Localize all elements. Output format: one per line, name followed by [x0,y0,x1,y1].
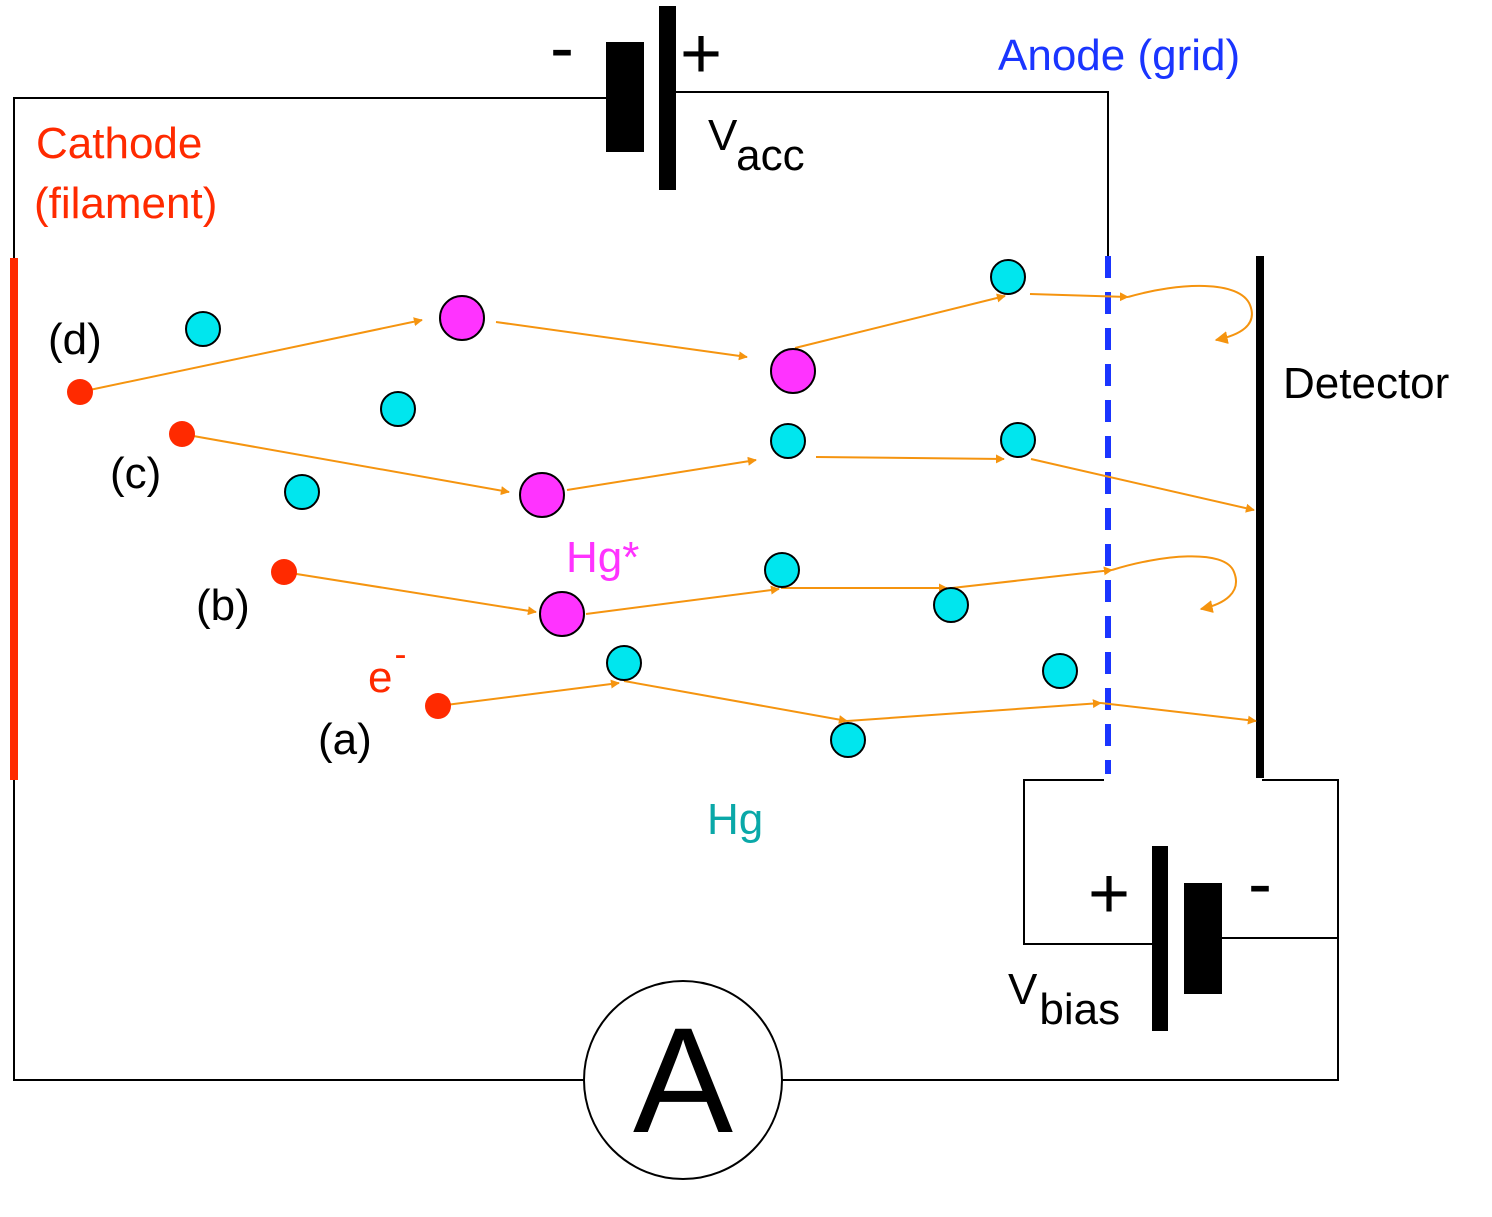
hg-atoms [185,259,1078,758]
path-b-turnback [1111,555,1237,613]
wire-ammeter-to-bias [782,937,1339,1081]
ammeter: A [583,980,783,1180]
path-d-turnback [1127,285,1253,344]
hg-star-atoms [439,295,816,637]
hg-star-atom [539,591,585,637]
anode-label: Anode (grid) [998,31,1240,80]
electron-label-base: e [368,653,392,702]
acc-plus-sign: + [680,14,722,94]
electron [425,693,451,719]
hg-star-atom [519,472,565,518]
path-d-seg1 [79,317,423,393]
electron [67,379,93,405]
electron-label-sup: - [394,633,406,674]
hg-atom [1042,653,1078,689]
hg-atom [990,259,1026,295]
trajectory-label-b: (b) [196,581,250,630]
vbias-base: V [1008,965,1038,1014]
wire-anode-to-bias [1023,779,1152,945]
path-b-seg4 [951,566,1113,589]
cathode-label: Cathode [36,119,202,168]
acc-battery-negative-plate [606,42,644,152]
hg-star-atom [770,348,816,394]
path-c-seg3 [815,454,1005,464]
vacc-subscript: acc [736,131,804,180]
hg-atom [185,311,221,347]
trajectory-label-d: (d) [48,315,102,364]
path-c-seg2 [566,456,757,491]
trajectory-label-a: (a) [318,715,372,764]
hg-star-atom [439,295,485,341]
bias-battery [1152,846,1222,1031]
vbias-subscript: bias [1039,985,1120,1034]
path-a-seg4 [1100,702,1257,725]
electrons [67,379,451,719]
path-d-seg3 [794,293,1006,349]
detector-label: Detector [1283,359,1449,408]
path-c-seg1 [181,433,510,496]
path-b-seg2 [585,585,780,615]
path-a-seg3 [846,699,1102,722]
acc-battery-positive-plate [659,6,676,190]
bias-minus-sign: - [1248,844,1272,924]
hg-atom [933,587,969,623]
hg-label: Hg [707,795,763,844]
path-b-seg1 [283,571,537,616]
vbias-label: Vbias [1008,965,1120,1034]
path-a-seg2 [623,680,848,724]
hg-atom [770,423,806,459]
wire-cathode-to-acc-battery [13,97,606,262]
hg-atom [606,645,642,681]
ammeter-circle [583,980,783,1180]
wire-detector-to-bias [1262,779,1339,938]
ammeter-symbol: A [633,996,733,1164]
hg-star-label: Hg* [566,533,639,582]
path-d-seg4 [1029,292,1129,302]
bias-plus-sign: + [1088,854,1130,934]
wire-cathode-to-ammeter [13,778,584,1081]
cathode-label-filament: (filament) [34,179,217,228]
bias-battery-positive-plate [1152,846,1168,1031]
electron-label: e- [368,633,406,702]
hg-atom [764,552,800,588]
electron [169,421,195,447]
acc-minus-sign: - [550,8,574,88]
hg-atom [380,391,416,427]
trajectory-label-c: (c) [110,449,161,498]
acc-battery [606,6,676,190]
path-a-seg1 [437,679,620,707]
vacc-base: V [708,111,738,160]
circuit-wires [13,91,1339,1081]
vacc-label: Vacc [708,111,805,180]
wire-acc-battery-to-anode [676,91,1109,258]
electron [271,559,297,585]
trajectories [79,285,1257,725]
bias-battery-negative-plate [1184,883,1222,994]
hg-atom [1000,422,1036,458]
hg-atom [830,722,866,758]
path-c-seg4 [1030,458,1255,513]
path-d-seg2 [495,321,748,361]
hg-atom [284,474,320,510]
